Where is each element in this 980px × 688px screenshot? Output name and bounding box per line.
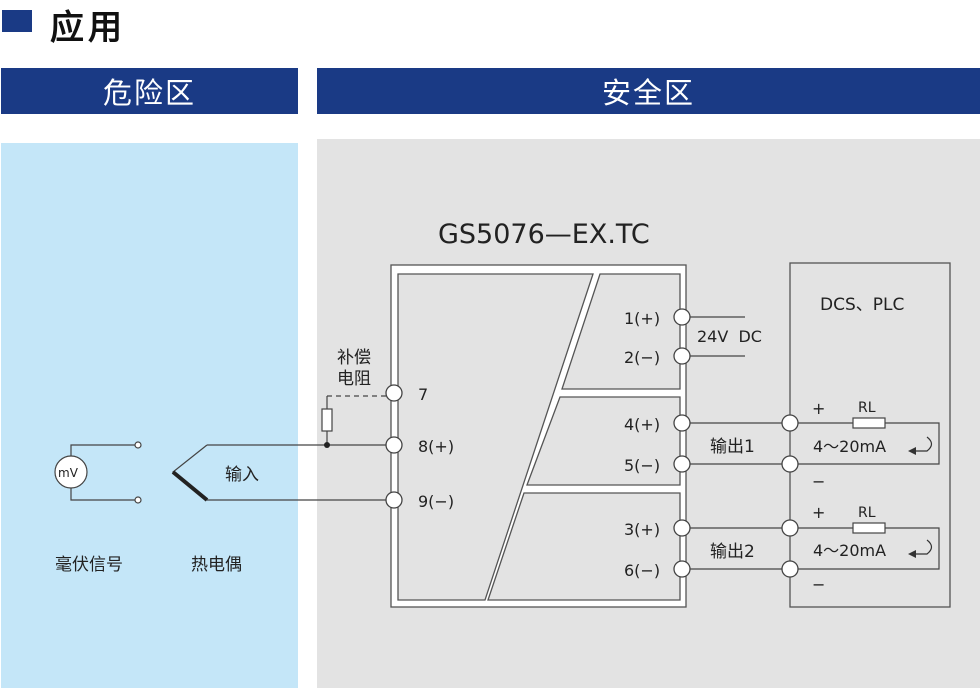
millivolt-source-label: 毫伏信号 xyxy=(55,555,123,575)
terminal-4-label: 4(+) xyxy=(624,415,660,434)
compensation-label-line2: 电阻 xyxy=(337,369,371,389)
danger-zone-area xyxy=(1,143,298,688)
module-input-block xyxy=(397,273,594,601)
mv-lead-top xyxy=(70,444,135,456)
terminal-7 xyxy=(385,384,403,402)
safe-zone-label: 安全区 xyxy=(601,76,695,110)
thermocouple-label: 热电偶 xyxy=(191,555,242,575)
module-output2-block xyxy=(487,492,681,601)
thermocouple-junction xyxy=(172,444,208,501)
current-arrow-1 xyxy=(910,436,933,452)
danger-zone-header: 危险区 xyxy=(1,68,298,114)
load-resistor-1 xyxy=(852,417,886,429)
module-power-block xyxy=(561,273,681,390)
output1-label: 输出1 xyxy=(710,437,755,457)
terminal-9-label: 9(−) xyxy=(418,492,454,511)
terminal-2-label: 2(−) xyxy=(624,348,660,367)
input-label: 输入 xyxy=(225,465,259,485)
mv-terminal-top xyxy=(134,441,142,449)
terminal-3 xyxy=(673,519,691,537)
terminal-8-label: 8(+) xyxy=(418,437,454,456)
mv-terminal-bottom xyxy=(134,496,142,504)
receiver-terminal-1-plus xyxy=(781,414,799,432)
current-arrow-2 xyxy=(910,539,933,555)
receiver-name: DCS、PLC xyxy=(820,295,904,315)
terminal-3-label: 3(+) xyxy=(624,520,660,539)
terminal-9 xyxy=(385,491,403,509)
terminal-5 xyxy=(673,455,691,473)
supply-label: 24V DC xyxy=(697,327,762,346)
range2-label: 4～20mA xyxy=(813,541,886,560)
current-arrowhead-2 xyxy=(908,550,916,558)
output2-label: 输出2 xyxy=(710,542,755,562)
receiver1-plus-label: + xyxy=(812,399,825,418)
terminal-1-label: 1(+) xyxy=(624,309,660,328)
terminal-5-label: 5(−) xyxy=(624,456,660,475)
receiver1-minus-label: − xyxy=(812,472,825,491)
terminal-7-label: 7 xyxy=(418,385,428,404)
current-arrowhead-1 xyxy=(908,447,916,455)
compensation-label-line1: 补偿 xyxy=(337,348,371,368)
receiver2-minus-label: − xyxy=(812,575,825,594)
thermocouple-element xyxy=(171,470,209,502)
receiver-terminal-2-minus xyxy=(781,560,799,578)
receiver2-plus-label: + xyxy=(812,503,825,522)
receiver-terminal-2-plus xyxy=(781,519,799,537)
danger-zone-label: 危险区 xyxy=(102,76,196,110)
load1-loop xyxy=(798,422,940,465)
range1-label: 4～20mA xyxy=(813,437,886,456)
module-output1-block xyxy=(526,396,681,486)
load2-label: RL xyxy=(858,505,876,521)
terminal-4 xyxy=(673,414,691,432)
mv-lead-bottom xyxy=(70,488,135,501)
dcs-plc-box xyxy=(789,262,951,608)
safe-zone-header: 安全区 xyxy=(317,68,980,114)
receiver-terminal-1-minus xyxy=(781,455,799,473)
title-marker xyxy=(2,10,32,32)
terminal-6 xyxy=(673,560,691,578)
load2-loop xyxy=(798,527,940,570)
load1-label: RL xyxy=(858,400,876,416)
mv-symbol-label: mV xyxy=(58,466,79,480)
junction-dot xyxy=(324,442,330,448)
terminal-2 xyxy=(673,347,691,365)
module-model-label: GS5076—EX.TC xyxy=(438,219,650,250)
terminal-1 xyxy=(673,308,691,326)
terminal-6-label: 6(−) xyxy=(624,561,660,580)
terminal-8 xyxy=(385,436,403,454)
page-title: 应用 xyxy=(50,8,126,48)
load-resistor-2 xyxy=(852,522,886,534)
compensation-resistor xyxy=(321,408,333,432)
